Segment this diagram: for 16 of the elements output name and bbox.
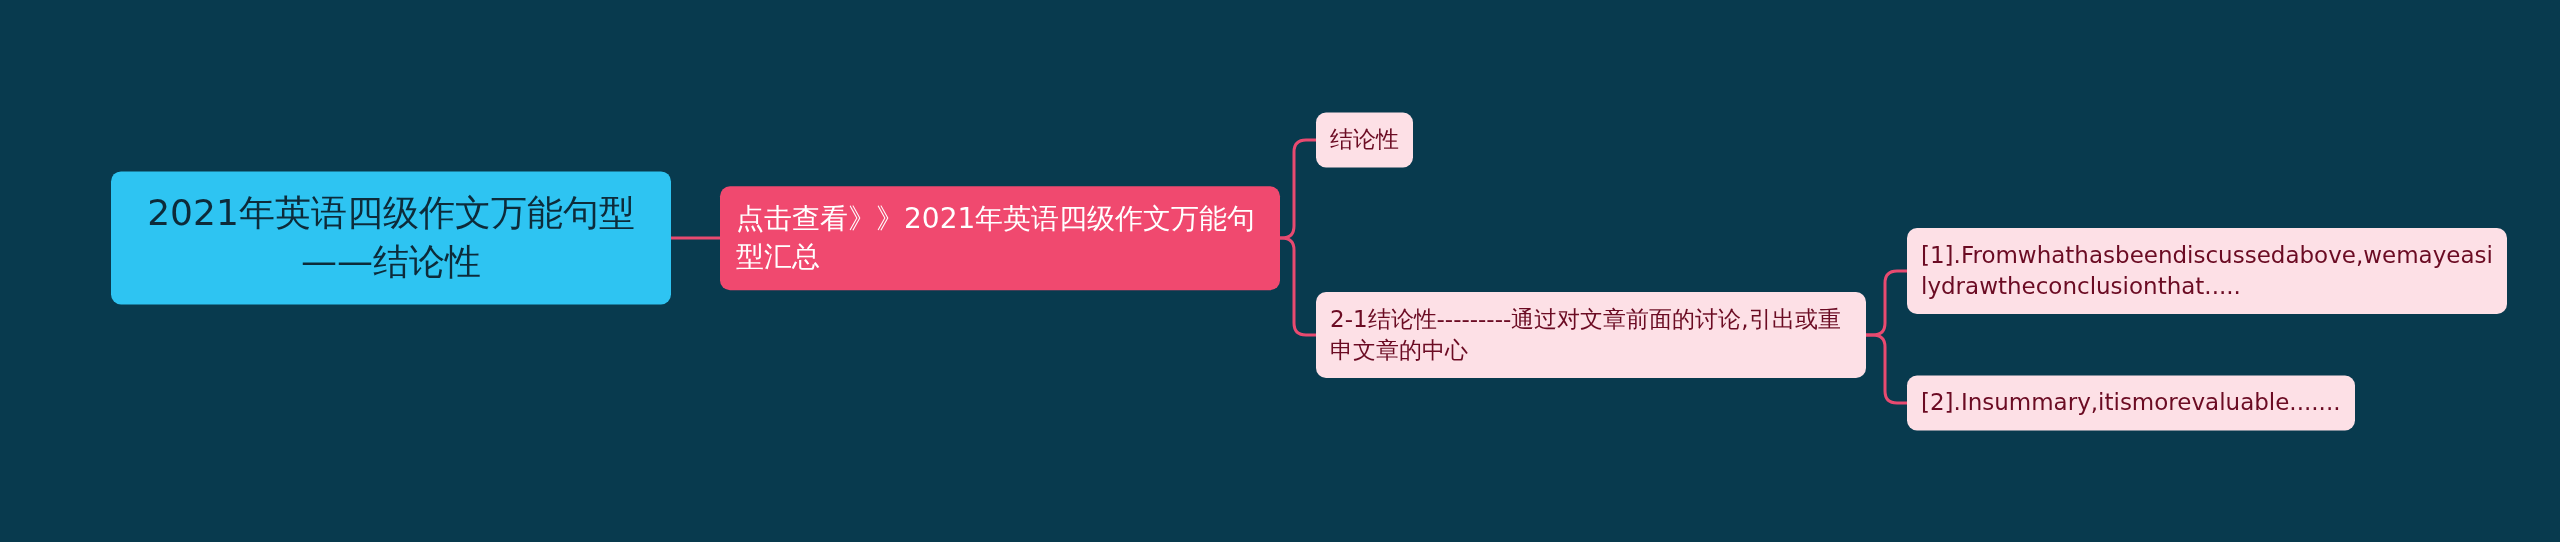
topic-text: [2].Insummary,itismorevaluable....... (1921, 388, 2341, 418)
subtopic-box (1316, 112, 1413, 168)
topic-text: 点击查看》》2021年英语四级作文万能句型汇总 (736, 201, 1257, 275)
subtopic-box (1907, 375, 2355, 431)
connector-line (671, 236, 720, 240)
connector-line (1279, 138, 1316, 240)
subtopic-box (1316, 291, 1866, 379)
topic-text: 2-1结论性---------通过对文章前面的讨论,引出或重申文章的中心 (1330, 304, 1842, 365)
topic-text: 2021年英语四级作文万能句型——结论性 (146, 191, 636, 284)
main-topic-box (720, 186, 1280, 290)
connector-line (1866, 333, 1907, 405)
topic-text: 结论性 (1330, 125, 1399, 155)
subtopic-box (1907, 227, 2507, 315)
topic-text: [1].Fromwhathasbeendiscussedabove,wemayeasilydrawtheconclusionthat..... (1921, 240, 2493, 301)
connector-line (1279, 236, 1316, 337)
root-topic-box (111, 171, 671, 305)
